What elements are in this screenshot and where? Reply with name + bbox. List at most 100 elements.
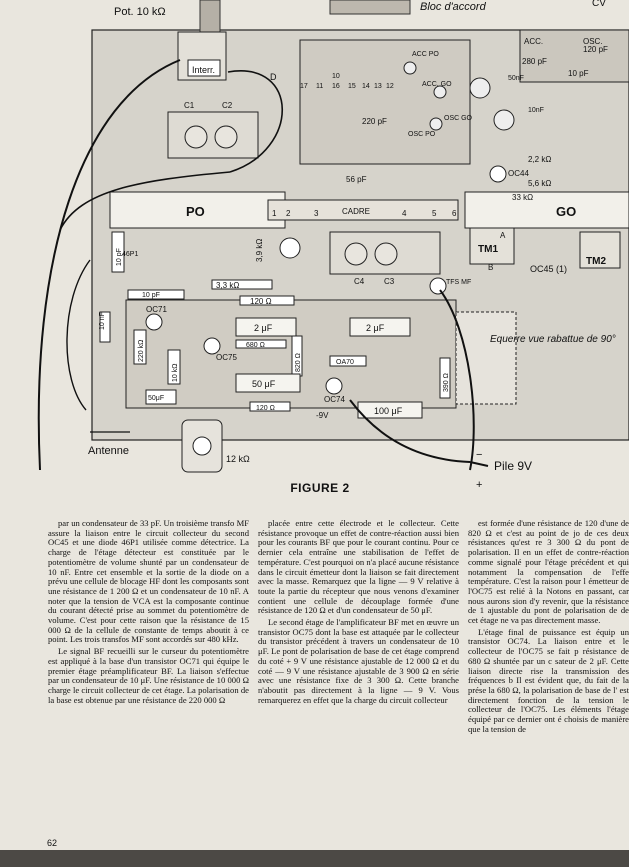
trimmer-c1-icon: [184, 125, 208, 149]
label-c3: C3: [384, 277, 395, 286]
terminal-number: 2: [286, 209, 291, 218]
terminal-number: 17: [300, 83, 308, 90]
terminal-number: 5: [432, 209, 437, 218]
capacitor-50uf-small: [145, 389, 177, 405]
label-c10nf-b: 10 nF: [99, 312, 106, 330]
page-number: 62: [47, 838, 58, 848]
label-acc-po: ACC PO: [412, 51, 439, 58]
label-antenne: Antenne: [88, 445, 129, 457]
terminal-number: 12: [386, 83, 394, 90]
label-tfs: TFS MF: [446, 279, 471, 286]
figure-caption: FIGURE 2: [290, 481, 350, 495]
trimmer-c3-icon: [344, 242, 368, 266]
label-c10: 10 pF: [568, 69, 589, 78]
trimmer-c4-icon: [374, 242, 398, 266]
knob-strip: [329, 0, 411, 15]
scanner-bed-edge: [0, 850, 629, 867]
trimmer-block-c1c2: [167, 111, 259, 159]
label-c2: C2: [222, 101, 233, 110]
transistor-oc74-icon: [325, 377, 343, 395]
osc-coil-b-icon: [493, 109, 515, 131]
go-ferrite-rod: [464, 191, 629, 229]
paragraph: Le signal BF recueilli sur le curseur du…: [48, 646, 249, 705]
resistor-120-a: [239, 295, 295, 306]
label-r820: 820 Ω: [295, 353, 302, 372]
osc-go-trimmer-icon: [429, 117, 443, 131]
label-c4: C4: [354, 277, 365, 286]
label-tm2: TM2: [586, 256, 606, 267]
trimmer-c2-icon: [214, 125, 238, 149]
terminal-number: 3: [314, 209, 319, 218]
label-c56: 56 pF: [346, 175, 367, 184]
label-interr: Interr.: [192, 65, 215, 75]
battery-lead: [469, 461, 489, 467]
label-r12k: 12 kΩ: [226, 454, 250, 464]
terminal-number: 11: [316, 83, 323, 90]
terminal-number: 13: [374, 83, 382, 90]
label-bloc: Bloc d'accord: [420, 1, 487, 13]
label-pile: Pile 9V: [494, 459, 532, 473]
transistor-oc44-icon: [489, 165, 507, 183]
resistor-120-b: [249, 401, 291, 412]
label-oc71: OC71: [146, 305, 167, 314]
label-c120: 120 pF: [583, 45, 608, 54]
resistor-680: [235, 339, 287, 349]
text-column-1: par un condensateur de 33 pF. Un troisiè…: [48, 519, 249, 839]
wire-battery-neg: [349, 399, 471, 463]
label-acc-go: ACC. GO: [422, 81, 452, 88]
label-c1: C1: [184, 101, 195, 110]
label-c50uf-small: 50μF: [148, 395, 164, 402]
label-oc75: OC75: [216, 353, 237, 362]
capacitor-10pf-v: [111, 231, 125, 273]
label-b: B: [488, 263, 493, 272]
paragraph: Le second étage de l'amplificateur BF me…: [258, 617, 459, 705]
label-r680: 680 Ω: [246, 342, 265, 349]
label-osc-go: OSC GO: [444, 115, 473, 122]
resistor-10k: [167, 349, 181, 385]
label-minus: −: [476, 449, 482, 461]
label-d: D: [270, 72, 277, 82]
adjustable-3k9-icon: [279, 237, 301, 259]
terminal-number: 4: [402, 209, 407, 218]
label-r120a: 120 Ω: [250, 297, 272, 306]
transistor-oc71-icon: [145, 313, 163, 331]
label-equerre: Equerre vue rabattue de 90°: [490, 334, 616, 345]
label-cadre: CADRE: [342, 207, 370, 216]
acc-go-trimmer-icon: [433, 85, 447, 99]
frame-antenna: [267, 199, 459, 221]
label-r3-3k: 3,3 kΩ: [216, 281, 239, 290]
label-diode-46p1: 46P1: [122, 251, 138, 258]
capacitor-2uf-b: [349, 317, 411, 337]
capacitor-50uf: [235, 373, 301, 393]
wire-ground: [66, 259, 91, 411]
label-c10pf-h: 10 pF: [142, 292, 160, 299]
label-r3-9k: 3,9 kΩ: [255, 239, 264, 262]
pot-12k-knob-icon: [192, 436, 212, 456]
label-r33k: 33 kΩ: [512, 193, 533, 202]
paragraph: L'étage final de puissance est équip un …: [468, 626, 629, 734]
text-column-2: placée entre cette électrode et le colle…: [258, 519, 459, 839]
wire-pot: [227, 70, 284, 173]
label-c10pf-v: 10 pF: [116, 248, 123, 266]
transformer-tfs-icon: [429, 277, 447, 295]
paragraph: par un condensateur de 33 pF. Un troisiè…: [48, 519, 249, 645]
label-go: GO: [556, 204, 576, 219]
label-c10nf: 10nF: [528, 107, 544, 114]
paragraph: est formée d'une résistance de 120 d'une…: [468, 519, 629, 626]
capacitor-10pf-h: [127, 289, 185, 300]
label-tm1: TM1: [478, 244, 498, 255]
label-r22k: 2,2 kΩ: [528, 155, 551, 164]
transformer-tm2: [579, 231, 621, 269]
label-po: PO: [186, 204, 205, 219]
label-r10k: 10 kΩ: [172, 364, 179, 382]
wire-antenna: [37, 59, 181, 471]
label-minus9v: -9V: [316, 411, 329, 420]
resistor-220k: [133, 329, 147, 365]
label-cv: CV: [592, 0, 606, 9]
paragraph: placée entre cette électrode et le colle…: [258, 519, 459, 616]
label-r220k: 220 kΩ: [138, 340, 145, 362]
terminal-number: 10: [332, 73, 340, 80]
